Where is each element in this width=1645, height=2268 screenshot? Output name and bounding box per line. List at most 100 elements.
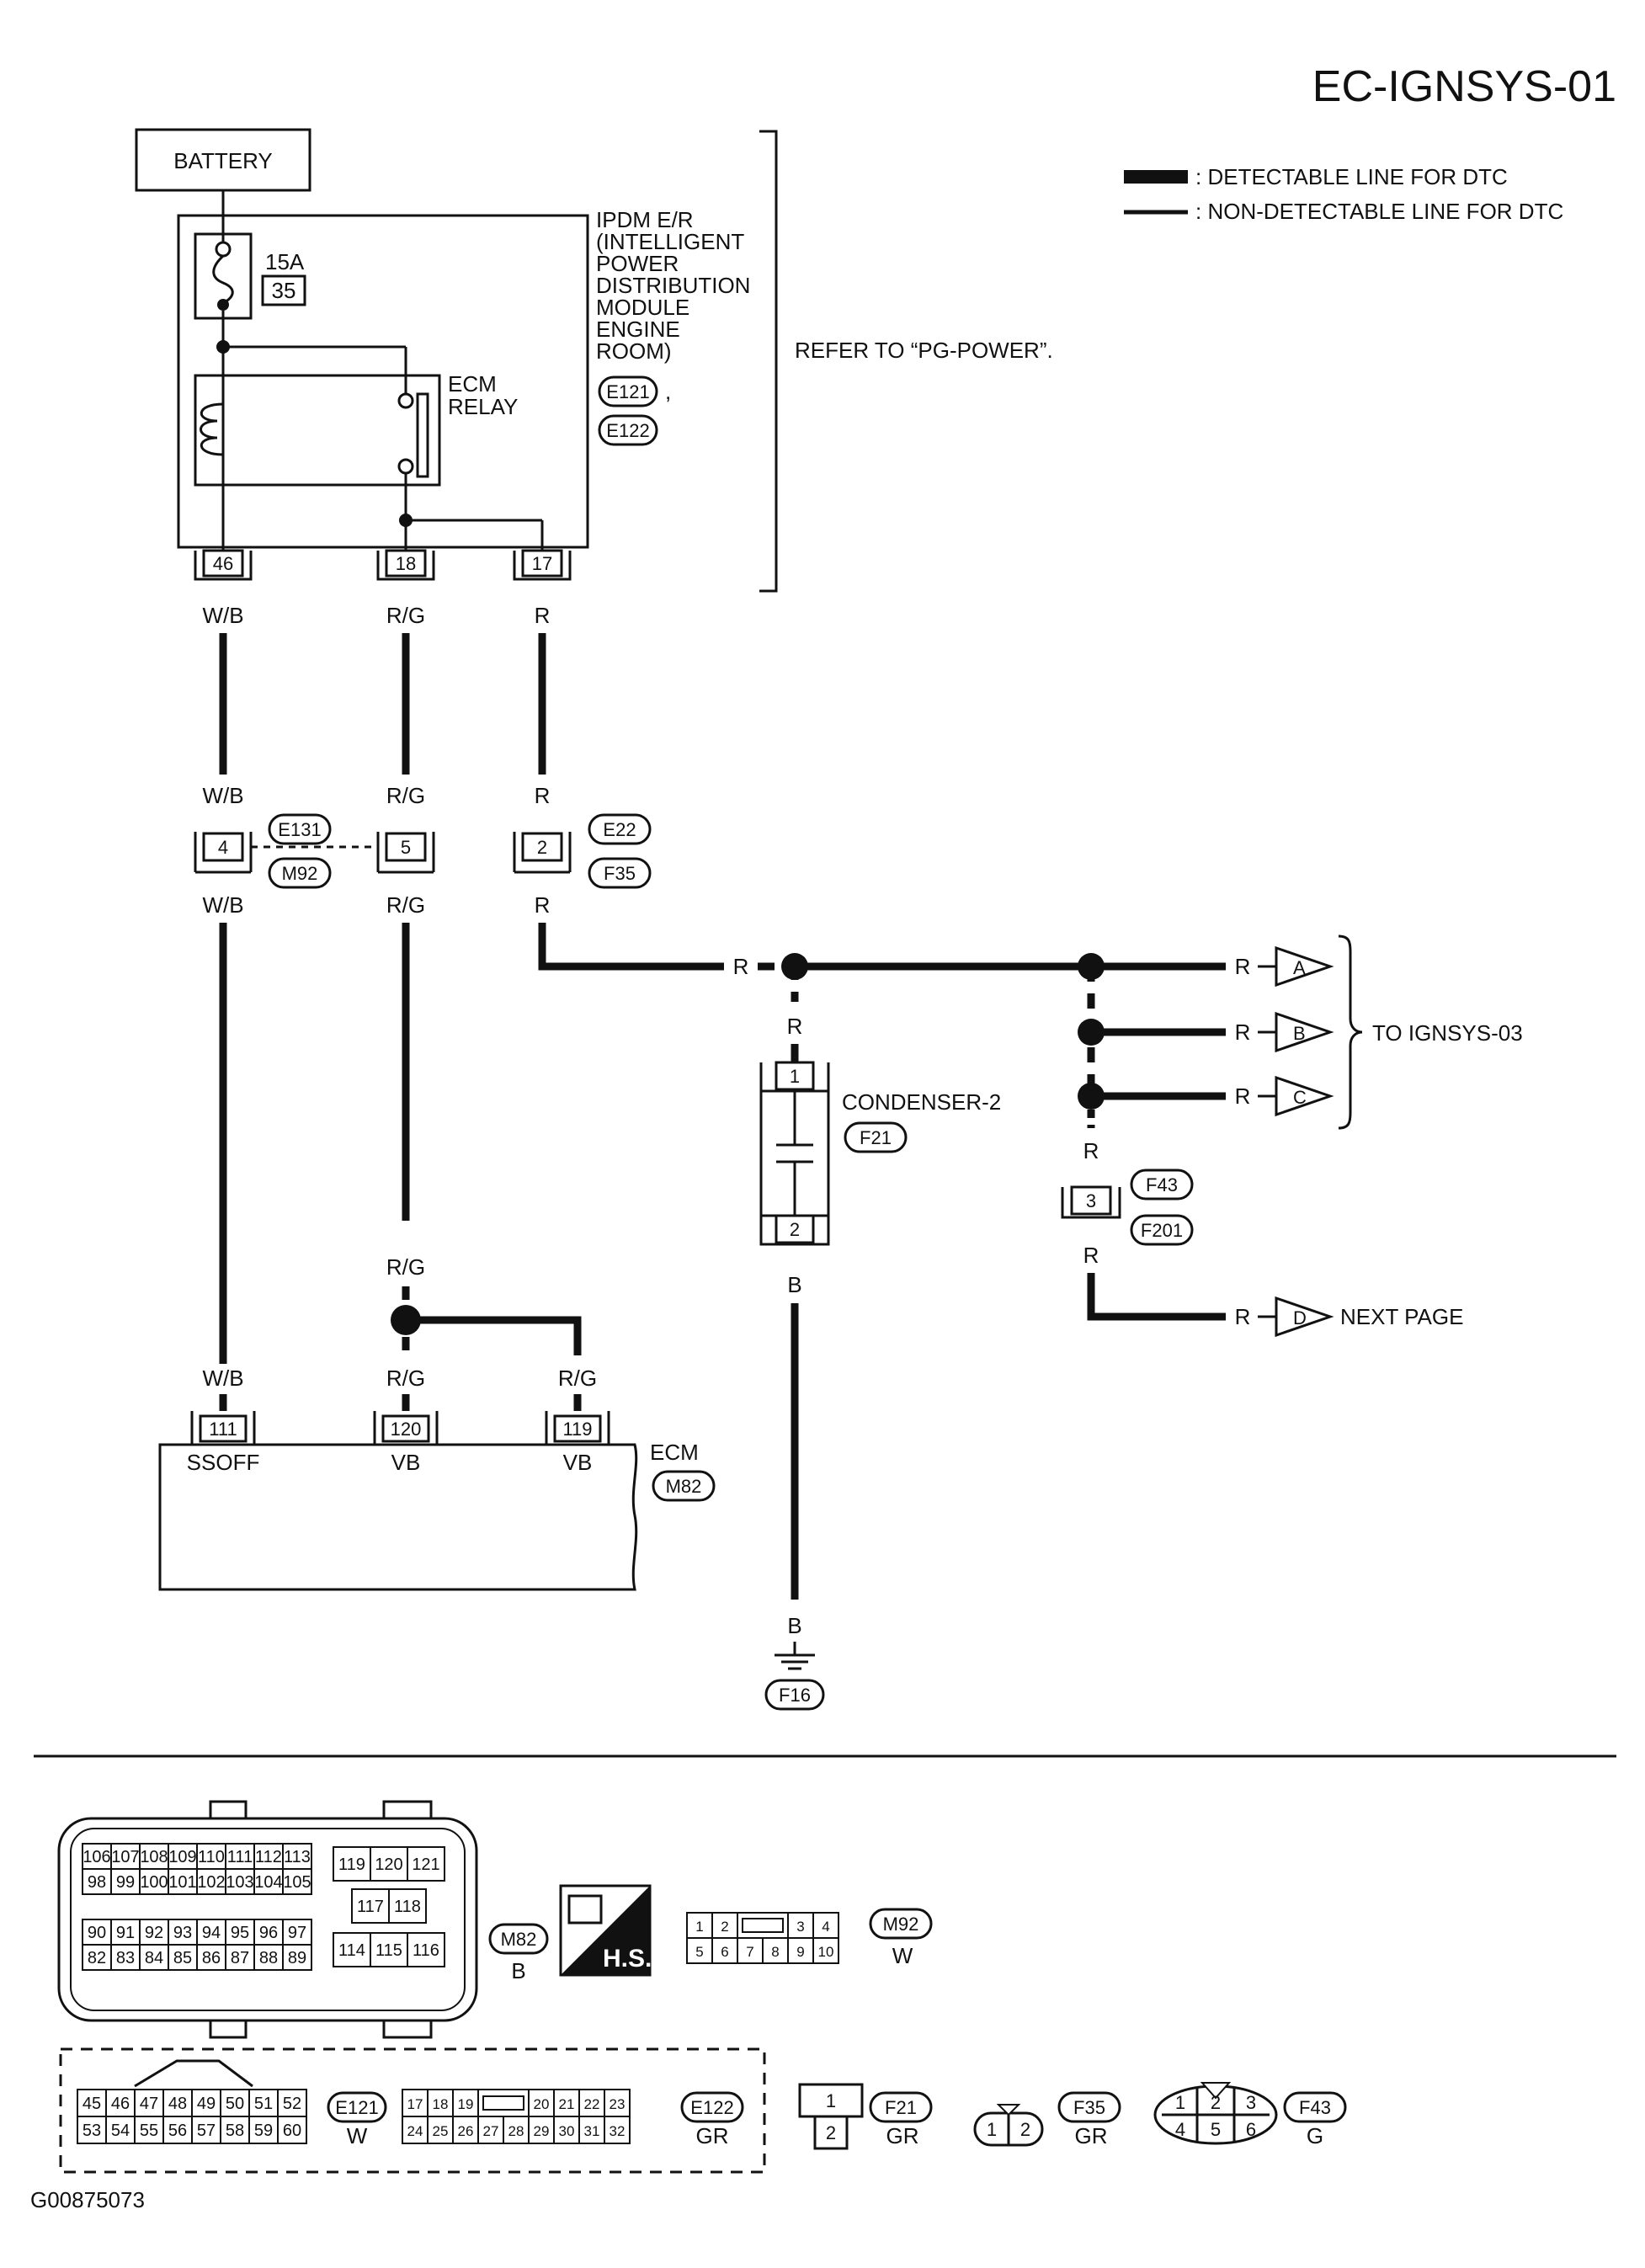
e122-pin-32: 32	[610, 2123, 626, 2139]
ground-f16-badge	[764, 1679, 825, 1711]
m82-pin-108: 108	[140, 1848, 168, 1866]
m82-pin-114: 114	[338, 1941, 365, 1960]
output-a: A	[1293, 957, 1306, 978]
output-brace	[1338, 934, 1363, 1130]
e122-pin-26: 26	[458, 2123, 474, 2139]
f21-badge	[869, 2091, 933, 2123]
e121-pin-45-cell	[77, 2089, 107, 2117]
condenser-name: CONDENSER-2	[842, 1089, 1001, 1115]
e122-pin-18: 18	[433, 2096, 449, 2112]
m92-pin-3: 3	[796, 1919, 804, 1935]
m92-pin-8: 8	[771, 1944, 779, 1960]
m92-name: M92	[883, 1914, 919, 1935]
wire-color-b-1: B	[787, 1272, 801, 1297]
ipdm-pin-18-label: 18	[396, 553, 416, 574]
f35-name: F35	[1073, 2097, 1105, 2118]
e121-pin-55: 55	[140, 2122, 158, 2140]
m82-pin-101: 101	[168, 1873, 196, 1892]
relay-contact-bottom	[397, 458, 414, 475]
condenser-f21-badge	[844, 1121, 908, 1153]
m82-pin-102-cell	[196, 1868, 226, 1895]
output-a-arrow: A	[1258, 945, 1334, 988]
m82-pin-121-cell	[407, 1846, 445, 1882]
m82-badge	[488, 1923, 549, 1955]
m82-pin-112: 112	[255, 1848, 282, 1866]
e122-pin-21: 21	[559, 2096, 575, 2112]
e121-pin-53-cell	[77, 2116, 107, 2144]
condenser-2: 1 2	[759, 1061, 830, 1246]
f35-badge	[1057, 2091, 1121, 2123]
f43-pin-5: 5	[1211, 2119, 1221, 2140]
relay-armature	[416, 392, 429, 478]
e121-pin-51: 51	[254, 2095, 273, 2113]
e121-pin-52: 52	[283, 2095, 301, 2113]
f35-color: GR	[1075, 2123, 1108, 2148]
m82-pin-117: 117	[357, 1898, 384, 1916]
wire-color-b-2: B	[787, 1613, 801, 1638]
m82-pin-107: 107	[111, 1848, 139, 1866]
e122-pin-32-cell	[604, 2116, 631, 2144]
ipdm-line-2: POWER	[596, 251, 679, 276]
m82-pin-89-cell	[282, 1944, 312, 1971]
ipdm-line-3: DISTRIBUTION	[596, 273, 750, 298]
ipdm-connector-e122-badge	[598, 414, 658, 446]
m82-pin-116-cell	[407, 1932, 445, 1967]
e121-pin-46-cell	[105, 2089, 136, 2117]
e121-pin-49: 49	[197, 2095, 216, 2113]
m92-pin-3-cell	[787, 1912, 814, 1939]
e121-key	[134, 2059, 253, 2088]
f21-pin-1: 1	[826, 2090, 836, 2111]
f21-name: F21	[885, 2097, 917, 2118]
e122-pin-29: 29	[534, 2123, 550, 2139]
ipdm-label: IPDM E/R (INTELLIGENT POWER DISTRIBUTION…	[596, 207, 750, 364]
m82-pin-99: 99	[116, 1873, 135, 1892]
f35-connector-face: 1 2	[973, 2104, 1044, 2147]
e121-pin-59-cell	[248, 2116, 279, 2144]
wire-color-rg-6: R/G	[558, 1366, 597, 1391]
m82-pin-103-cell	[225, 1868, 255, 1895]
ipdm-line-0: IPDM E/R	[596, 207, 694, 232]
m82-pin-86: 86	[202, 1949, 221, 1967]
legend-detectable: : DETECTABLE LINE FOR DTC	[1195, 164, 1508, 189]
wire-color-rg-5: R/G	[386, 1366, 425, 1391]
f35-pin-1: 1	[987, 2119, 997, 2140]
wire-color-wb-4: W/B	[202, 1366, 243, 1391]
e122-pin-18-cell	[427, 2089, 454, 2117]
ipdm-pin-17: 17	[513, 549, 572, 581]
fuse-terminal-top	[215, 241, 232, 258]
m82-pin-84: 84	[145, 1949, 163, 1967]
ecm-pin-119: 119	[545, 1411, 610, 1446]
m92-pin-2: 2	[721, 1919, 728, 1935]
ecm-box	[158, 1443, 638, 1591]
m82-name: M82	[501, 1929, 537, 1950]
refer-text: REFER TO “PG-POWER”.	[795, 338, 1053, 363]
joint-e131: E131	[278, 819, 321, 840]
m92-pin-4: 4	[822, 1919, 829, 1935]
legend: : DETECTABLE LINE FOR DTC : NON-DETECTAB…	[1124, 164, 1563, 224]
m82-pin-120: 120	[375, 1855, 402, 1874]
output-b-arrow: B	[1258, 1011, 1334, 1053]
f43-badge	[1130, 1169, 1194, 1201]
e121-color: W	[347, 2123, 368, 2148]
wire-color-rg-1: R/G	[386, 603, 425, 628]
e121-pin-56: 56	[168, 2122, 187, 2140]
ecm-connector: M82	[666, 1476, 702, 1497]
ecm-pin-111: 111	[190, 1411, 256, 1446]
m92-pin-10: 10	[818, 1944, 834, 1960]
m82-pin-102: 102	[197, 1873, 225, 1892]
wire-color-wb-2: W/B	[202, 783, 243, 808]
e121-pin-54: 54	[111, 2122, 130, 2140]
m92-pin-9-cell	[787, 1937, 814, 1964]
joint-pin-2-label: 2	[537, 837, 547, 858]
joint-e22-badge	[588, 813, 652, 845]
figure-id: G00875073	[30, 2187, 145, 2212]
m82-pin-82: 82	[88, 1949, 106, 1967]
e122-pin-31: 31	[584, 2123, 600, 2139]
e122-pin-21-cell	[553, 2089, 580, 2117]
f43-pin-6: 6	[1246, 2119, 1256, 2140]
e122-pin-19: 19	[458, 2096, 474, 2112]
